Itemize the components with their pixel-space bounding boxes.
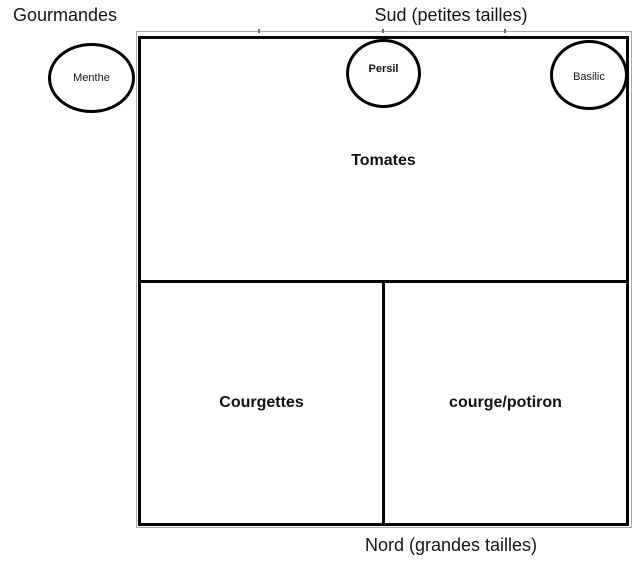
bed-courge-potiron-label: courge/potiron bbox=[449, 394, 562, 411]
pot-persil-label: Persil bbox=[368, 62, 399, 75]
guide-tick-three-quarter bbox=[504, 29, 506, 33]
label-nord-grandes-tailles: Nord (grandes tailles) bbox=[364, 535, 538, 555]
pot-basilic-circle: Basilic bbox=[550, 40, 628, 110]
label-sud-petites-tailles: Sud (petites tailles) bbox=[374, 5, 528, 25]
bed-courgettes-label: Courgettes bbox=[219, 394, 304, 411]
pot-menthe-circle: Menthe bbox=[48, 43, 135, 113]
garden-bed-outline: Tomates Courgettes courge/potiron bbox=[138, 36, 629, 526]
label-gourmandes: Gourmandes bbox=[13, 5, 118, 25]
guide-tick-middle bbox=[382, 29, 384, 33]
pot-menthe-label: Menthe bbox=[73, 71, 110, 84]
guide-outline bbox=[136, 31, 632, 528]
guide-tick-quarter bbox=[258, 29, 260, 33]
pot-persil-circle: Persil bbox=[346, 39, 421, 108]
bed-tomates-label: Tomates bbox=[351, 152, 416, 169]
pot-basilic-label: Basilic bbox=[573, 71, 605, 83]
bed-divider-vertical bbox=[382, 280, 385, 523]
